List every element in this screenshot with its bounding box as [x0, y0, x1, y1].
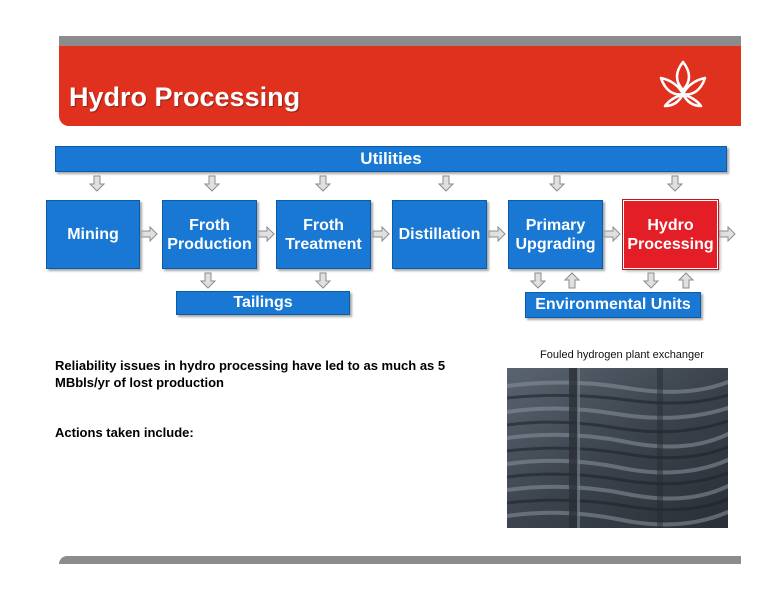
fouled-exchanger-photo — [507, 368, 728, 528]
arrow-froth-production-to-tailings — [200, 272, 216, 289]
arrow-distillation-to-primary-upgrading — [488, 226, 506, 242]
arrow-utilities-to-mining — [89, 175, 105, 192]
arrow-froth-treatment-to-distillation — [372, 226, 390, 242]
arrow-environmental-to-primary-upgrading — [564, 272, 580, 289]
arrow-utilities-to-distillation — [438, 175, 454, 192]
environmental-units-bar: Environmental Units — [525, 292, 701, 318]
arrow-environmental-to-hydro-processing — [678, 272, 694, 289]
arrow-utilities-to-froth-treatment — [315, 175, 331, 192]
actions-text: Actions taken include: — [55, 425, 194, 440]
title-band: Hydro Processing — [59, 46, 741, 126]
arrow-mining-to-froth-production — [140, 226, 158, 242]
photo-caption: Fouled hydrogen plant exchanger — [540, 349, 704, 361]
arrow-froth-treatment-to-tailings — [315, 272, 331, 289]
arrow-froth-production-to-froth-treatment — [257, 226, 275, 242]
top-divider-bar — [59, 36, 741, 46]
process-step-hydro-processing: Hydro Processing — [623, 200, 718, 269]
reliability-text: Reliability issues in hydro processing h… — [55, 358, 446, 390]
process-step-distillation: Distillation — [392, 200, 487, 269]
process-step-primary-upgrading: Primary Upgrading — [508, 200, 603, 269]
flame-leaf-logo-icon — [659, 60, 707, 108]
utilities-bar: Utilities — [55, 146, 727, 172]
arrow-utilities-to-froth-production — [204, 175, 220, 192]
slide-title: Hydro Processing — [69, 82, 301, 112]
bottom-divider-bar — [59, 556, 741, 564]
arrow-primary-upgrading-to-hydro-processing — [603, 226, 621, 242]
arrow-utilities-to-primary-upgrading — [549, 175, 565, 192]
arrow-hydro-processing-out — [718, 226, 736, 242]
process-step-froth-treatment: Froth Treatment — [276, 200, 371, 269]
arrow-primary-upgrading-to-environmental — [530, 272, 546, 289]
process-step-mining: Mining — [46, 200, 140, 269]
arrow-hydro-processing-to-environmental — [643, 272, 659, 289]
arrow-utilities-to-hydro-processing — [667, 175, 683, 192]
process-step-froth-production: Froth Production — [162, 200, 257, 269]
tailings-bar: Tailings — [176, 291, 350, 315]
